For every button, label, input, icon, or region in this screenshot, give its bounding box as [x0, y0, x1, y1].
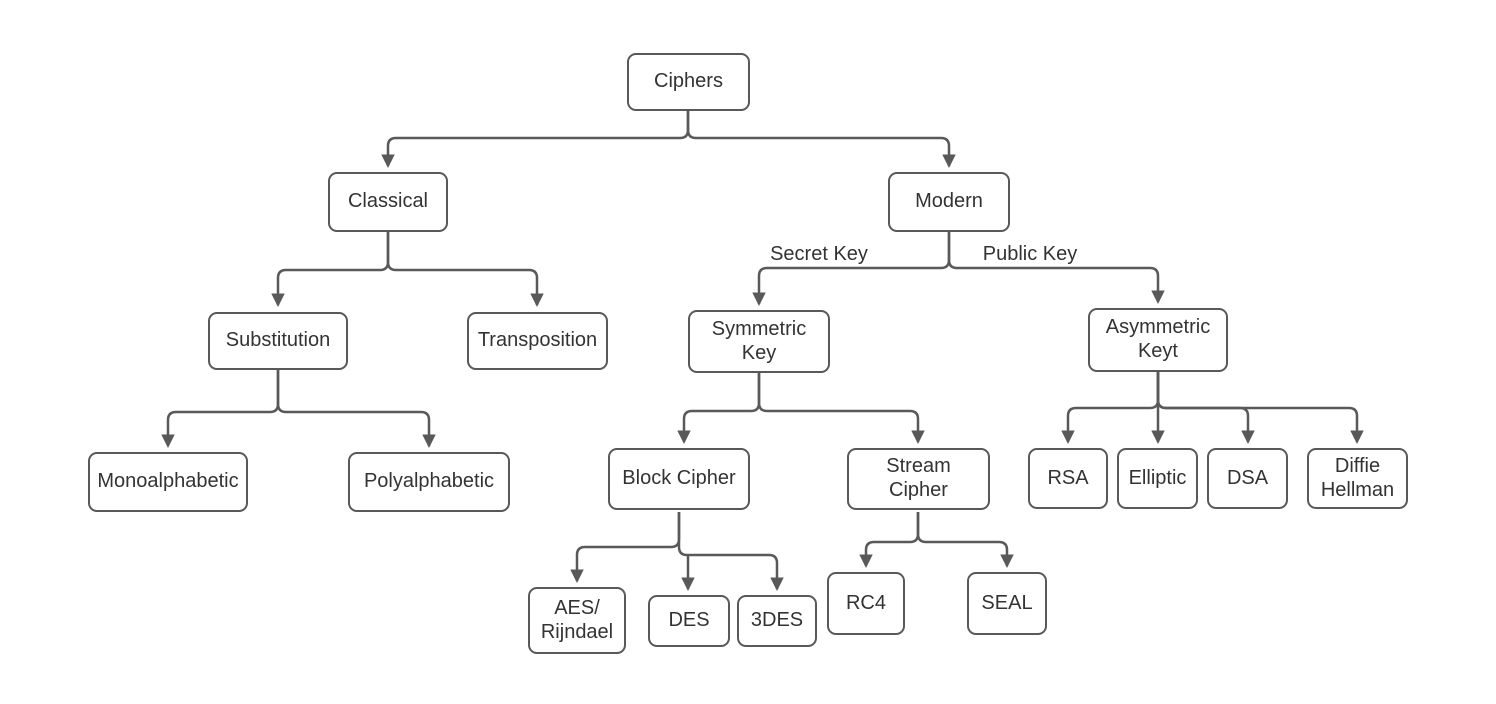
- edge-block-to-3des: [677, 512, 784, 592]
- node-modern: Modern: [888, 172, 1010, 232]
- node-diffie-hellman: Diffie Hellman: [1307, 448, 1408, 509]
- edge-modern-to-asymmetric: [947, 232, 1165, 305]
- node-des: DES: [648, 595, 730, 647]
- edge-asymmetric-to-diffie: [1156, 372, 1364, 445]
- node-dsa: DSA: [1207, 448, 1288, 509]
- edge-symmetric-to-stream: [757, 373, 925, 445]
- edge-ciphers-to-classical: [381, 111, 690, 169]
- node-3des: 3DES: [737, 595, 817, 647]
- node-substitution: Substitution: [208, 312, 348, 370]
- node-symmetric-key: Symmetric Key: [688, 310, 830, 373]
- node-rsa: RSA: [1028, 448, 1108, 509]
- edge-classical-to-substitution: [271, 232, 390, 308]
- edge-substitution-to-mono: [161, 370, 280, 449]
- public-key-label: Public Key: [982, 243, 1078, 265]
- secret-key-label: Secret Key: [770, 243, 868, 265]
- node-stream-cipher: Stream Cipher: [847, 448, 990, 510]
- node-rc4: RC4: [827, 572, 905, 635]
- node-monoalphabetic: Monoalphabetic: [88, 452, 248, 512]
- node-elliptic: Elliptic: [1117, 448, 1198, 509]
- edge-stream-to-seal: [916, 512, 1014, 569]
- node-classical: Classical: [328, 172, 448, 232]
- edge-asymmetric-to-rsa: [1061, 372, 1160, 445]
- node-block-cipher: Block Cipher: [608, 448, 750, 510]
- edge-block-to-aes: [570, 512, 681, 584]
- node-aes-rijndael: AES/ Rijndael: [528, 587, 626, 654]
- edge-symmetric-to-block: [677, 373, 761, 445]
- edge-classical-to-transposition: [386, 232, 544, 308]
- edge-substitution-to-poly: [276, 370, 436, 449]
- node-ciphers: Ciphers: [627, 53, 750, 111]
- connector-lines: [161, 111, 1364, 592]
- node-polyalphabetic: Polyalphabetic: [348, 452, 510, 512]
- edge-ciphers-to-modern: [686, 111, 956, 169]
- node-asymmetric-key: Asymmetric Keyt: [1088, 308, 1228, 372]
- node-seal: SEAL: [967, 572, 1047, 635]
- edge-stream-to-rc4: [859, 512, 920, 569]
- node-transposition: Transposition: [467, 312, 608, 370]
